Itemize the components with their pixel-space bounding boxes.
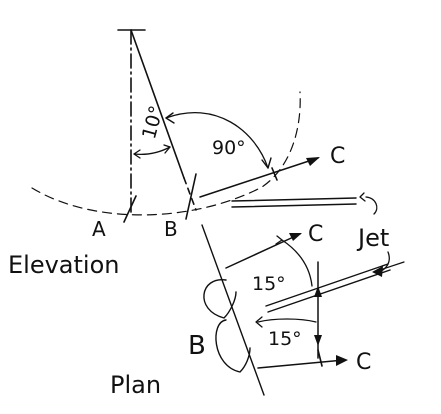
label-point-c-plan-top: C [308,222,323,247]
tilted-axis-dashed [183,177,197,211]
plan-splitter-arrow-bottom [314,335,322,346]
plan-exit-lower-bar [317,349,323,367]
plan-bucket-axis [201,224,265,396]
elevation-view [31,29,320,223]
plan-exit-lower-line [257,359,345,369]
plan-exit-lower-arrowhead [336,355,348,366]
jet-direction-line-elev [199,157,319,198]
jet-stream [231,192,378,215]
label-point-b-plan: B [188,331,206,361]
bucket-outline-lower [215,319,251,373]
plan-jet-pointer-head [372,266,383,277]
angle-10-arc [133,146,171,155]
bucket-tick-b [185,173,197,220]
label-angle-15-bottom: 15° [268,328,302,350]
label-point-c-elev: C [330,144,345,169]
label-angle-15-top: 15° [252,273,286,295]
angle-10-arrow-left [133,149,141,159]
plan-angle-15-upper-arc [281,239,313,287]
bucket-tick-a [123,195,137,223]
jet-line-upper [231,197,357,202]
label-elevation: Elevation [8,251,119,279]
plan-jet-upper [265,263,389,307]
plan-splitter-arrow-top [314,286,322,297]
jet-direction-arrowhead-elev [306,157,320,166]
label-point-a: A [92,217,106,241]
tilted-axis [130,29,185,179]
label-angle-10: 10° [138,103,168,141]
plan-angle-15-lower-arc [257,318,317,323]
plan-view [201,224,405,396]
label-point-c-plan-bottom: C [356,350,371,375]
bucket-outline-upper [203,279,237,319]
jet-pointer-top [365,196,378,215]
jet-pointer-top-head [359,192,366,202]
plan-exit-upper-line [225,233,301,269]
label-plan: Plan [110,371,161,399]
angle-90-arrow-bottom [261,157,272,169]
label-point-b-elev: B [164,217,178,241]
plan-exit-upper-arrowhead [289,233,302,241]
label-angle-90: 90° [212,137,246,159]
jet-direction-arrow-bar [271,167,278,181]
angle-90-arc [165,112,269,169]
plan-angle-15-upper-arrow [275,235,283,245]
angle-90-arrow-top [165,112,175,124]
plan-angle-15-lower-arrow [255,316,263,328]
angle-10-arrow-right [163,144,171,154]
jet-line-lower [231,203,357,208]
plan-jet-lower [267,269,391,313]
wheel-path-arc [31,91,301,216]
label-jet: Jet [356,224,389,252]
